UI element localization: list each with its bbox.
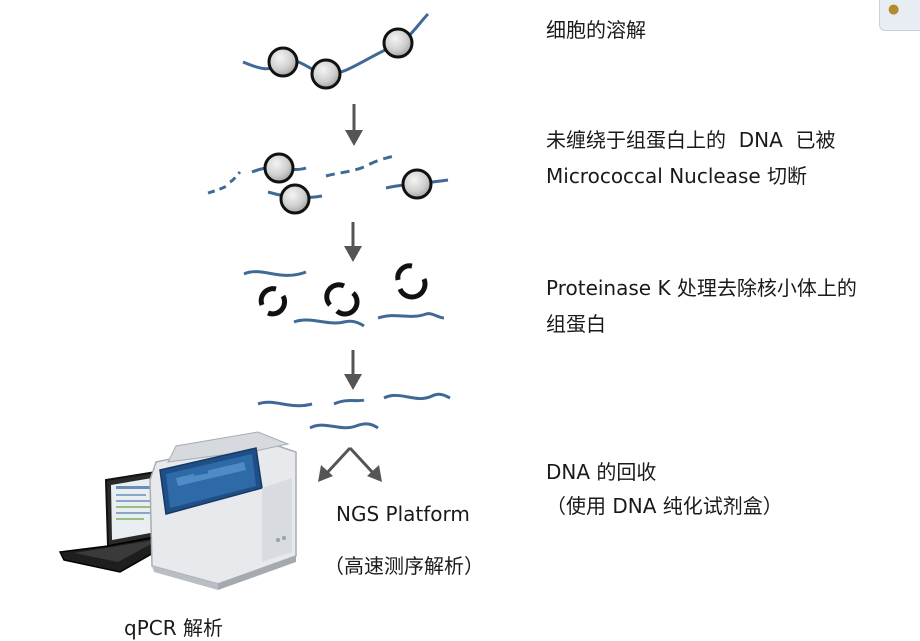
nucleosome — [310, 58, 342, 90]
nucleosome — [267, 46, 299, 78]
step-1-text: 细胞的溶解 — [546, 14, 646, 46]
lightbulb-icon: ● — [888, 2, 900, 17]
step-3-text: Proteinase K 处理去除核小体上的 组蛋白 — [546, 272, 857, 340]
split-arrows — [318, 446, 382, 482]
qpcr-machine — [149, 431, 297, 590]
step-4-text: DNA 的回收 （使用 DNA 纯化试剂盒） — [546, 456, 783, 522]
step-1-line-1: 细胞的溶解 — [546, 18, 646, 42]
step-2-line-1: 未缠绕于组蛋白上的 DNA 已被 — [546, 128, 836, 152]
corner-badge[interactable]: ● — [879, 0, 920, 31]
chromatin-strand — [242, 12, 430, 90]
down-arrow — [345, 104, 363, 146]
step-2-line-2: Micrococcal Nuclease 切断 — [546, 164, 808, 188]
histone-fragment — [258, 286, 288, 317]
histone-fragment — [395, 263, 428, 300]
protein-removed-dna — [243, 263, 445, 328]
digested-chromatin — [207, 152, 449, 215]
step-4-line-1: DNA 的回收 — [546, 460, 657, 484]
step-2-text: 未缠绕于组蛋白上的 DNA 已被 Micrococcal Nuclease 切断 — [546, 124, 835, 192]
nucleosome — [263, 152, 295, 184]
step-3-line-2: 组蛋白 — [546, 312, 606, 336]
qpcr-label: qPCR 解析 — [124, 616, 223, 640]
ngs-note-label: （高速测序解析） — [324, 554, 484, 578]
ngs-platform-label: NGS Platform — [336, 502, 470, 526]
step-4-line-2: （使用 DNA 纯化试剂盒） — [546, 494, 783, 518]
nucleosome — [279, 183, 311, 215]
purified-dna-fragments — [257, 392, 451, 430]
histone-fragment — [324, 282, 360, 317]
down-arrow — [344, 222, 362, 262]
down-arrow — [344, 350, 362, 390]
nucleosome — [382, 27, 414, 59]
qpcr-instrument-illustration — [58, 431, 297, 590]
step-3-line-1: Proteinase K 处理去除核小体上的 — [546, 276, 857, 300]
nucleosome — [401, 168, 433, 200]
